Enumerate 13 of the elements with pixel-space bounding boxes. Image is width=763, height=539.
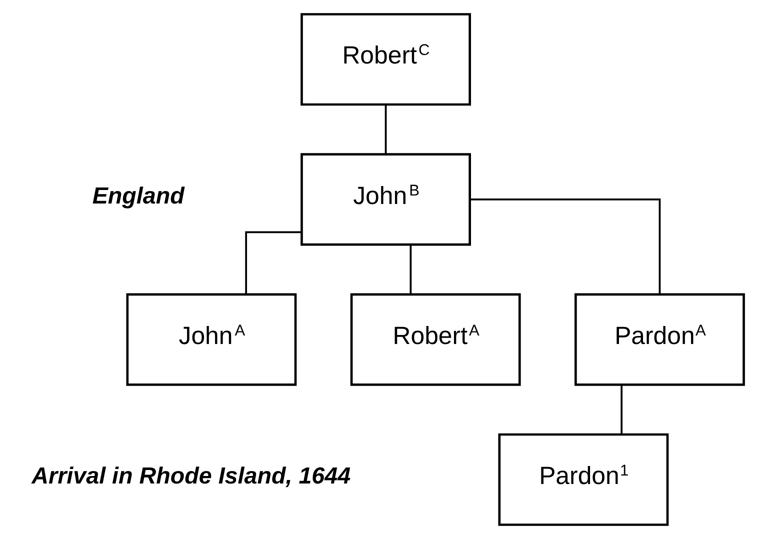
node-box: Robert$^{C}$	[300, 13, 471, 106]
connector	[245, 231, 302, 294]
connector	[384, 105, 387, 154]
label: England	[92, 182, 184, 208]
node-box: Robert$^{A}$	[350, 293, 521, 386]
node-box: Pardon$^{A}$	[574, 293, 745, 386]
node-box: Pardon$^{1}$	[498, 433, 669, 526]
connector	[410, 245, 412, 294]
node-box: John$^{A}$	[126, 293, 297, 386]
connector	[470, 198, 661, 294]
connector	[620, 385, 623, 434]
node-box: John$^{B}$	[300, 153, 471, 246]
label: Arrival in Rhode Island, 1644	[32, 462, 351, 489]
